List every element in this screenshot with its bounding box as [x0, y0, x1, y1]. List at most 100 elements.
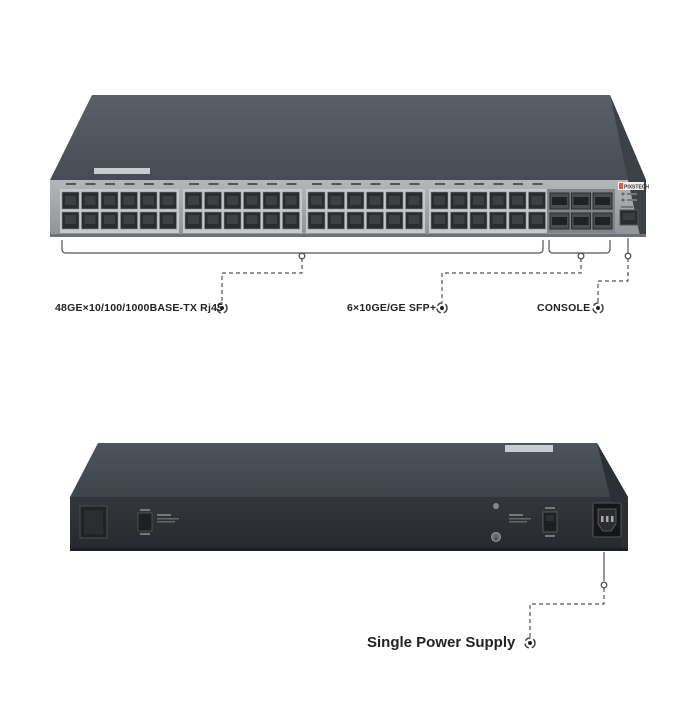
port-jack [143, 215, 154, 224]
port-jack [408, 215, 420, 224]
port-jack [123, 196, 135, 205]
rear-chassis-top [70, 443, 628, 497]
port-jack [188, 215, 199, 224]
brand-text: PIXSTECH [624, 185, 649, 191]
port-number-mark [144, 183, 154, 185]
port-jack [531, 215, 543, 224]
port-number-mark [189, 183, 199, 185]
sfp-slot [595, 217, 610, 225]
status-panel: PIXSTECH [618, 182, 649, 226]
port-number-mark [286, 183, 297, 185]
port-jack [227, 215, 238, 224]
port-jack [389, 196, 400, 205]
port-jack [104, 196, 115, 205]
sfp-slot [552, 217, 567, 225]
iec-power-socket-icon [592, 502, 622, 538]
port-jack [227, 196, 238, 205]
port-number-mark [409, 183, 420, 185]
ground-screw-icon [493, 503, 499, 509]
port-number-mark [312, 183, 322, 185]
port-jack [492, 196, 504, 205]
port-jack [266, 215, 277, 224]
rj45-group [60, 189, 179, 233]
circle-target-icon [216, 302, 228, 314]
rj45-label: 48GE×10/100/1000BASE-TX Rj45 [55, 302, 224, 314]
port-number-mark [105, 183, 115, 185]
port-jack [330, 196, 342, 205]
port-jack [369, 196, 381, 205]
port-jack [350, 196, 361, 205]
rj45-bracket [61, 240, 544, 254]
port-jack [162, 215, 174, 224]
port-number-mark [390, 183, 400, 185]
port-number-mark [66, 183, 76, 185]
port-number-mark [331, 183, 342, 185]
port-number-mark [435, 183, 445, 185]
port-number-mark [474, 183, 484, 185]
port-number-mark [208, 183, 219, 185]
port-jack [473, 196, 484, 205]
port-number-mark [247, 183, 258, 185]
rj45-group [429, 189, 548, 233]
port-jack [246, 196, 258, 205]
port-jack [453, 196, 465, 205]
circle-target-icon [592, 302, 604, 314]
port-number-mark [267, 183, 277, 185]
port-jack [207, 215, 219, 224]
port-jack [143, 196, 154, 205]
rj45-group [183, 189, 302, 233]
port-jack [512, 215, 523, 224]
port-jack [65, 215, 76, 224]
port-jack [492, 215, 504, 224]
top-sticker [94, 168, 150, 174]
rear-top-sticker [505, 445, 553, 452]
port-jack [207, 196, 219, 205]
power-supply-label: Single Power Supply [367, 634, 516, 651]
port-jack [453, 215, 465, 224]
port-jack [434, 196, 445, 205]
port-jack [123, 215, 135, 224]
rj45-port-groups [60, 183, 548, 233]
port-number-mark [85, 183, 96, 185]
port-jack [408, 196, 420, 205]
rear-callouts [529, 552, 605, 637]
brand-logo [619, 183, 623, 189]
port-jack [84, 215, 96, 224]
front-callouts [61, 238, 629, 302]
console-label: CONSOLE [537, 302, 591, 314]
front-callout-dots [298, 252, 632, 260]
sfp-port-group [547, 189, 615, 233]
port-jack [389, 215, 400, 224]
sfp-slot [573, 197, 589, 205]
port-jack [531, 196, 543, 205]
port-number-mark [454, 183, 465, 185]
port-jack [162, 196, 174, 205]
port-jack [188, 196, 199, 205]
rear-face [70, 497, 628, 550]
port-jack [84, 196, 96, 205]
port-jack [104, 215, 115, 224]
port-number-mark [163, 183, 174, 185]
port-number-mark [370, 183, 381, 185]
front-switch: PIXSTECH [50, 95, 649, 237]
circle-target-icon [436, 302, 448, 314]
sys-led [621, 192, 625, 196]
rear-switch: ⏚ [70, 443, 628, 551]
pwr-led [621, 198, 625, 202]
sfp-slot [573, 217, 589, 225]
port-jack [311, 215, 322, 224]
front-chassis-top [50, 95, 646, 180]
port-number-mark [124, 183, 135, 185]
port-jack [473, 215, 484, 224]
circle-target-icon [524, 637, 536, 649]
port-jack [350, 215, 361, 224]
port-jack [311, 196, 322, 205]
rj45-group [306, 189, 425, 233]
port-jack [266, 196, 277, 205]
port-jack [285, 196, 297, 205]
port-jack [434, 215, 445, 224]
sfp-label: 6×10GE/GE SFP+ [347, 302, 437, 314]
sfp-slot [595, 197, 610, 205]
